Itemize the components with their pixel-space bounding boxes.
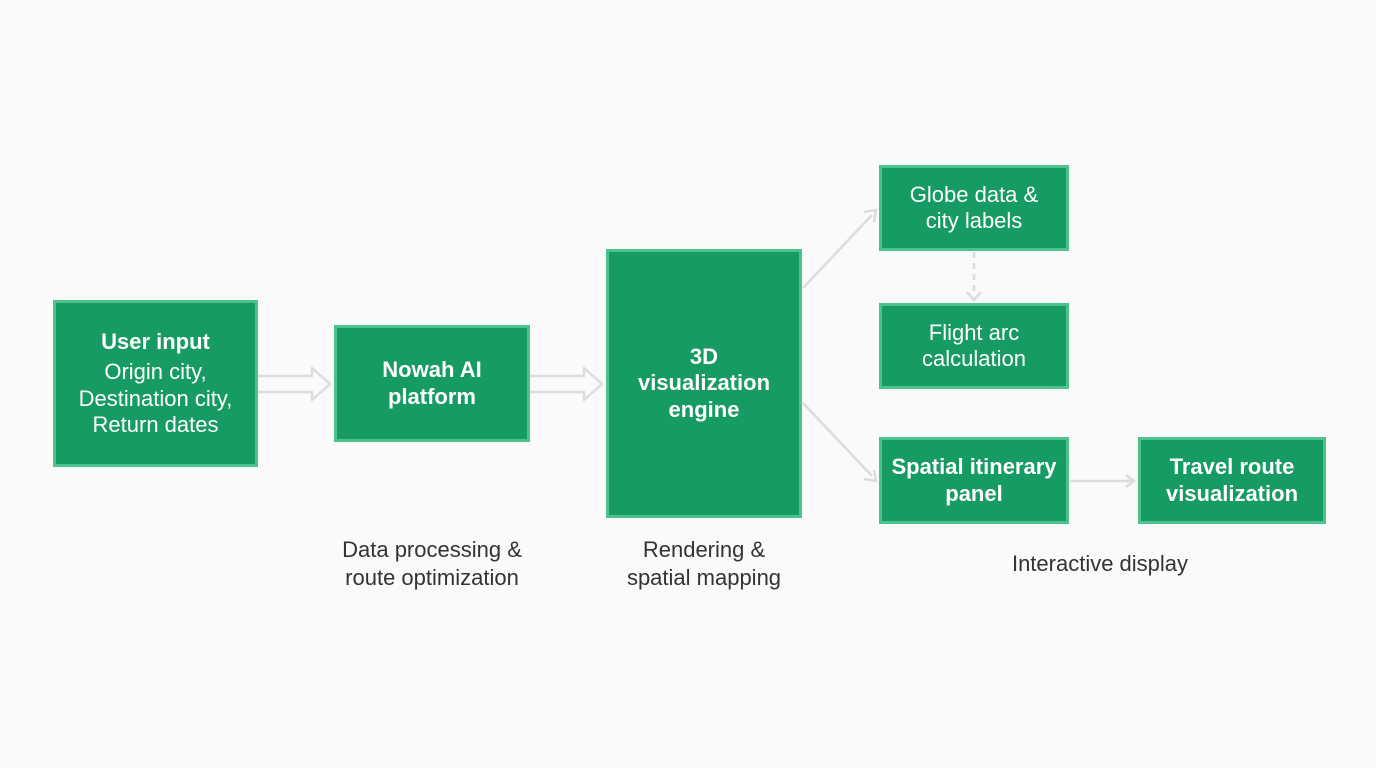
flight-arc-box: Flight arc calculation (879, 303, 1069, 389)
flight-arc-label: Flight arc calculation (922, 319, 1026, 371)
caption-interactive-display: Interactive display (1011, 551, 1189, 576)
travel-route-box: Travel route visualization (1138, 437, 1326, 524)
visualization-engine-title: 3D visualization engine (637, 343, 771, 422)
nowah-platform-title: Nowah AI platform (382, 357, 482, 409)
user-input-fields: Origin city, Destination city, Return da… (78, 359, 233, 437)
caption-data-processing: Data processing & route optimization (342, 537, 522, 590)
arrowhead-globe-to-arc (966, 291, 982, 302)
globe-data-label: Globe data & city labels (909, 181, 1039, 233)
caption-rendering: Rendering & spatial mapping (626, 537, 782, 590)
hollow-arrow-platform-to-engine (530, 366, 604, 402)
arrowhead-engine-to-globe (863, 208, 878, 223)
itinerary-panel-box: Spatial itinerary panel (879, 437, 1069, 524)
visualization-engine-box: 3D visualization engine (606, 249, 802, 518)
user-input-box: User input Origin city, Destination city… (53, 300, 258, 467)
arrowhead-engine-to-itinerary (863, 469, 878, 483)
hollow-arrow-input-to-platform (258, 366, 332, 402)
travel-route-title: Travel route visualization (1165, 454, 1299, 506)
itinerary-panel-title: Spatial itinerary panel (891, 454, 1057, 506)
arrow-engine-to-globe (802, 214, 873, 289)
arrow-engine-to-itinerary (802, 402, 873, 477)
globe-data-box: Globe data & city labels (879, 165, 1069, 251)
nowah-platform-box: Nowah AI platform (334, 325, 530, 442)
arrowhead-itinerary-to-route (1125, 474, 1137, 488)
user-input-title: User input (101, 328, 210, 354)
